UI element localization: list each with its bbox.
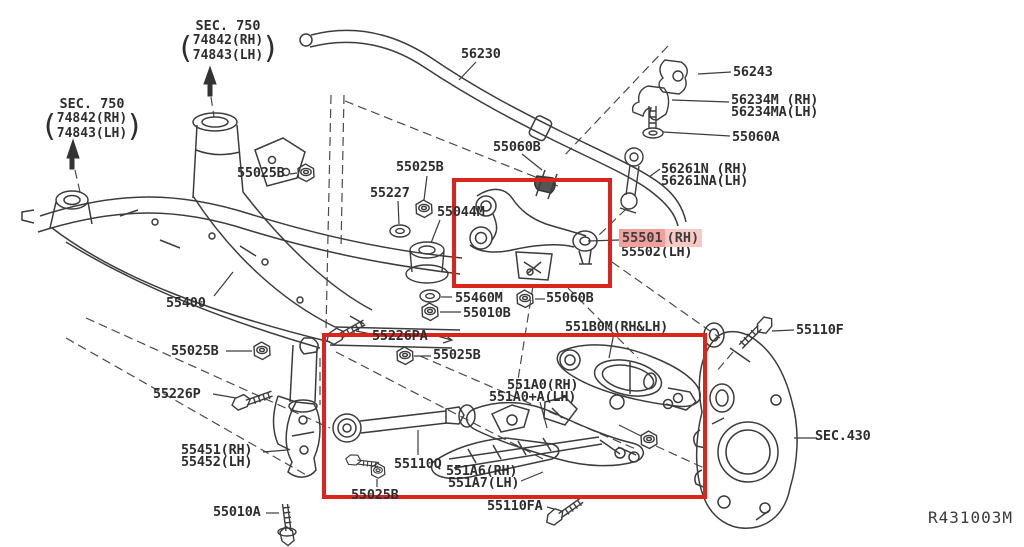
highlighted-part-side: (RH) — [664, 229, 703, 247]
sec-part-group: 74842(RH) 74843(LH) — [172, 34, 284, 64]
part-label-55110q: 55110Q — [394, 456, 442, 472]
part-label-56234m: 56234M (RH) — [731, 92, 819, 108]
sec-part-lh: 74843(LH) — [56, 125, 128, 141]
part-label-56243: 56243 — [733, 64, 773, 80]
sec-part-group: 74842(RH) 74843(LH) — [36, 112, 148, 142]
part-label-55502: 55502(LH) — [621, 244, 693, 260]
upper-control-arm-drawing — [469, 188, 598, 281]
leader-lines — [212, 61, 817, 514]
part-label-55460m: 55460M — [455, 290, 503, 306]
part-label-551a7: 551A7(LH) — [448, 475, 520, 491]
part-label-55025b-1: 55025B — [237, 165, 285, 181]
part-label-55501-highlighted: 55501(RH) — [619, 229, 703, 247]
part-label-55060b-1: 55060B — [493, 139, 541, 155]
part-label-55025b-3: 55025B — [433, 347, 481, 363]
highlighted-part-number: 55501 — [619, 229, 665, 247]
part-label-55060b-2: 55060B — [546, 290, 594, 306]
part-label-55227: 55227 — [370, 185, 410, 201]
part-label-55452: 55452(LH) — [181, 454, 253, 470]
part-label-55451: 55451(RH) — [181, 442, 253, 458]
fastener-icons — [229, 163, 778, 547]
part-label-55226p: 55226P — [153, 386, 201, 402]
mount-bracket-drawing — [272, 337, 321, 478]
diagram-ref-code: R431003M — [928, 508, 1014, 527]
part-label-55060a: 55060A — [732, 129, 780, 145]
sec430-reference: SEC.430 — [815, 428, 871, 444]
sec-part-rh: 74842(RH) — [192, 33, 264, 49]
part-label-55025b-2: 55025B — [396, 159, 444, 175]
part-label-56234ma: 56234MA(LH) — [731, 104, 819, 120]
part-label-551b0m: 551B0M(RH&LH) — [565, 319, 669, 335]
sec-part-lh: 74843(LH) — [192, 47, 264, 63]
part-label-55400: 55400 — [166, 295, 206, 311]
highlight-box-upper-control-arm — [452, 178, 612, 288]
stabilizer-link-parts — [619, 59, 688, 214]
part-label-55010b: 55010B — [463, 305, 511, 321]
part-label-55226pa: 55226PA — [372, 328, 428, 344]
knuckle-drawing — [693, 322, 798, 529]
sec750-reference-left: SEC. 750 74842(RH) 74843(LH) — [36, 97, 148, 142]
part-label-55110f: 55110F — [796, 322, 844, 338]
sec-part-rh: 74842(RH) — [56, 111, 128, 127]
part-label-55010a: 55010A — [213, 504, 261, 520]
part-label-551a0a: 551A0+A(LH) — [489, 389, 577, 405]
part-label-56261n: 56261N (RH) — [661, 161, 749, 177]
part-label-55110fa: 55110FA — [487, 498, 543, 514]
highlight-box-lower-arms — [322, 333, 707, 499]
part-label-551a0: 551A0(RH) — [507, 377, 579, 393]
construction-dashed-lines — [65, 45, 734, 477]
rear-upper-arm-drawing — [556, 344, 701, 411]
sec-title: SEC. 750 — [59, 96, 125, 112]
part-label-55025b-4: 55025B — [171, 343, 219, 359]
lower-arm-assembly-drawing — [332, 396, 644, 480]
subframe-drawing — [21, 112, 463, 413]
part-label-56261na: 56261NA(LH) — [661, 173, 749, 189]
member-mount-stack — [405, 241, 449, 322]
sec-title: SEC. 750 — [195, 18, 261, 34]
part-label-55044m: 55044M — [437, 204, 485, 220]
part-label-551a6: 551A6(RH) — [446, 463, 518, 479]
part-label-56230: 56230 — [461, 46, 501, 62]
sec750-reference-top: SEC. 750 74842(RH) 74843(LH) — [172, 19, 284, 64]
sec750-arrows — [66, 65, 217, 170]
part-label-55025b-5: 55025B — [351, 487, 399, 503]
